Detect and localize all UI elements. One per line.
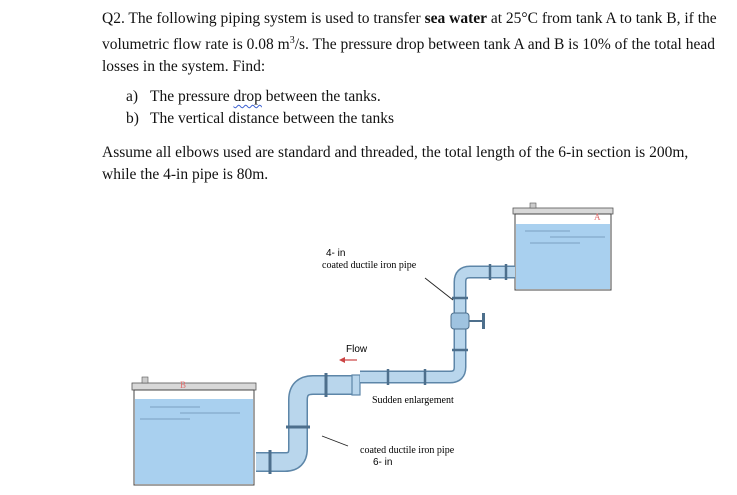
question-intro-part1: Q2. The following piping system is used … — [102, 10, 425, 27]
leader-4in — [424, 277, 454, 301]
question-superscript: 3 — [289, 35, 295, 46]
question-item-b: b) The vertical distance between the tank… — [126, 108, 394, 130]
tank-a-water — [516, 224, 610, 289]
item-text: The vertical distance between the tanks — [150, 110, 395, 127]
leader-6in — [321, 435, 349, 447]
item-text-end: between the tanks. — [261, 88, 381, 105]
tank-a-label: A — [594, 212, 601, 222]
sudden-enlargement — [351, 374, 361, 396]
item-label: b) — [126, 110, 139, 127]
question-intro-part2: at 25°C from tank A to tank B, if the vo… — [102, 10, 717, 54]
valve-icon — [450, 312, 485, 330]
item-text: The pressure — [150, 88, 234, 105]
pipe-4in — [360, 264, 515, 385]
tank-b: B — [131, 376, 257, 486]
flow-arrow-icon — [339, 357, 357, 363]
tank-b-label: B — [180, 380, 186, 390]
label-sudden-enlargement: Sudden enlargement — [372, 395, 454, 406]
label-6in-desc: coated ductile iron pipe — [360, 445, 455, 456]
label-flow: Flow — [346, 344, 368, 355]
label-4in-desc: coated ductile iron pipe — [322, 260, 417, 271]
question-bold-term: sea water — [424, 10, 487, 27]
question-text: Q2. The following piping system is used … — [102, 8, 732, 78]
label-4in-size: 4- in — [326, 248, 345, 259]
piping-diagram: B A — [131, 202, 614, 486]
question-paragraph: Q2. The following piping system is used … — [102, 8, 732, 78]
spellcheck-word: drop — [233, 88, 262, 105]
label-6in-size: 6- in — [373, 457, 392, 468]
question-items-list: a) The pressure drop between the tanks. b… — [126, 86, 394, 130]
assumption-text: Assume all elbows used are standard and … — [102, 144, 689, 183]
question-intro-part3: /s. The pressure drop between tank A and… — [102, 36, 715, 76]
question-item-a: a) The pressure drop between the tanks. — [126, 86, 394, 108]
tank-a: A — [512, 202, 614, 291]
item-label: a) — [126, 88, 139, 105]
pipe-6in — [256, 373, 352, 474]
tank-b-water — [135, 399, 253, 484]
